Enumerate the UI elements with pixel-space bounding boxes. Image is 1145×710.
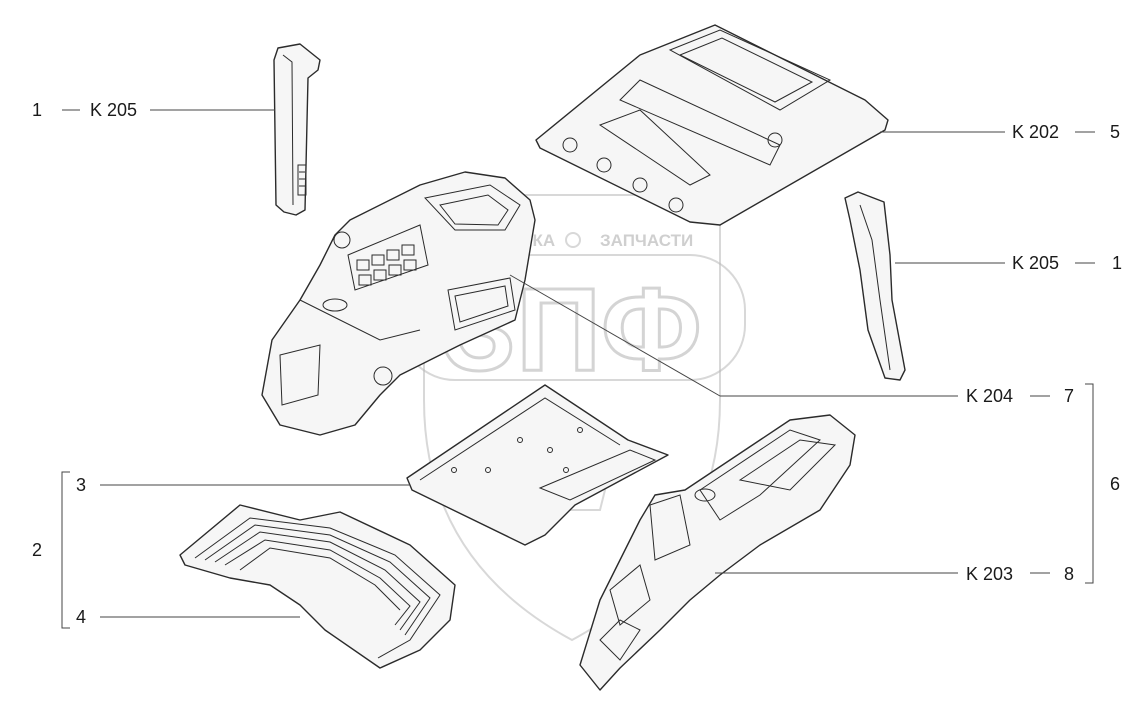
- floor-mat: [179, 504, 456, 669]
- callout-5-index: 5: [1110, 122, 1120, 142]
- leader-lines: [61, 109, 1095, 629]
- dashboard-console: [261, 171, 536, 436]
- callout-labels: 1 K 205 K 202 5 K 205 1 K 204 7 6 K 203 …: [32, 100, 1122, 627]
- side-console: [579, 414, 856, 691]
- callout-1-right-code: K 205: [1012, 253, 1059, 273]
- callout-7-code: K 204: [966, 386, 1013, 406]
- gear-icon: [565, 232, 581, 248]
- callout-2-index: 2: [32, 540, 42, 560]
- callout-7-index: 7: [1064, 386, 1074, 406]
- callout-5-code: K 202: [1012, 122, 1059, 142]
- pillar-trim-right: [844, 191, 906, 381]
- callout-8-index: 8: [1064, 564, 1074, 584]
- callout-4-index: 4: [76, 607, 86, 627]
- floor-plate: [406, 384, 669, 546]
- roof-liner: [535, 24, 889, 226]
- callout-1-left-code: K 205: [90, 100, 137, 120]
- watermark-text-right: ЗАПЧАСТИ: [600, 231, 693, 250]
- callout-1-left-index: 1: [32, 100, 42, 120]
- callout-6-index: 6: [1110, 474, 1120, 494]
- callout-3-index: 3: [76, 475, 86, 495]
- callout-8-code: K 203: [966, 564, 1013, 584]
- callout-1-right-index: 1: [1112, 253, 1122, 273]
- pillar-trim-left: [273, 43, 321, 216]
